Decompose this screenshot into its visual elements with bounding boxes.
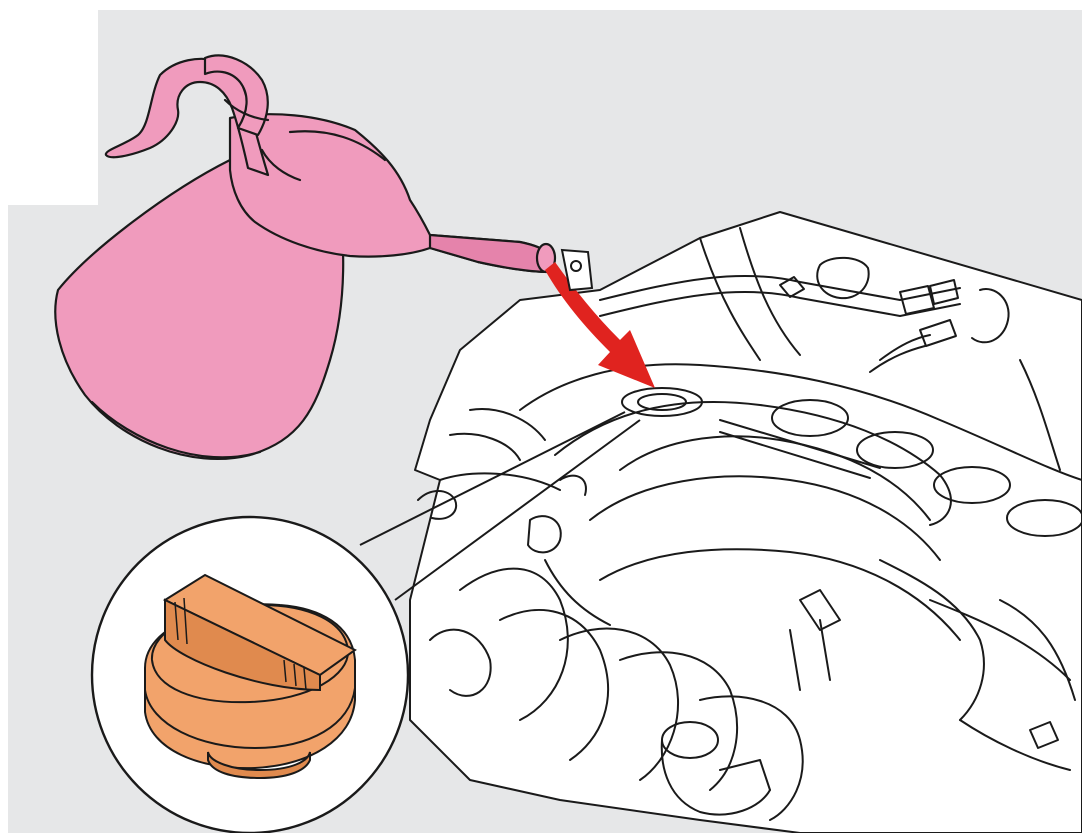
oil-filler-cap-icon (92, 517, 408, 833)
